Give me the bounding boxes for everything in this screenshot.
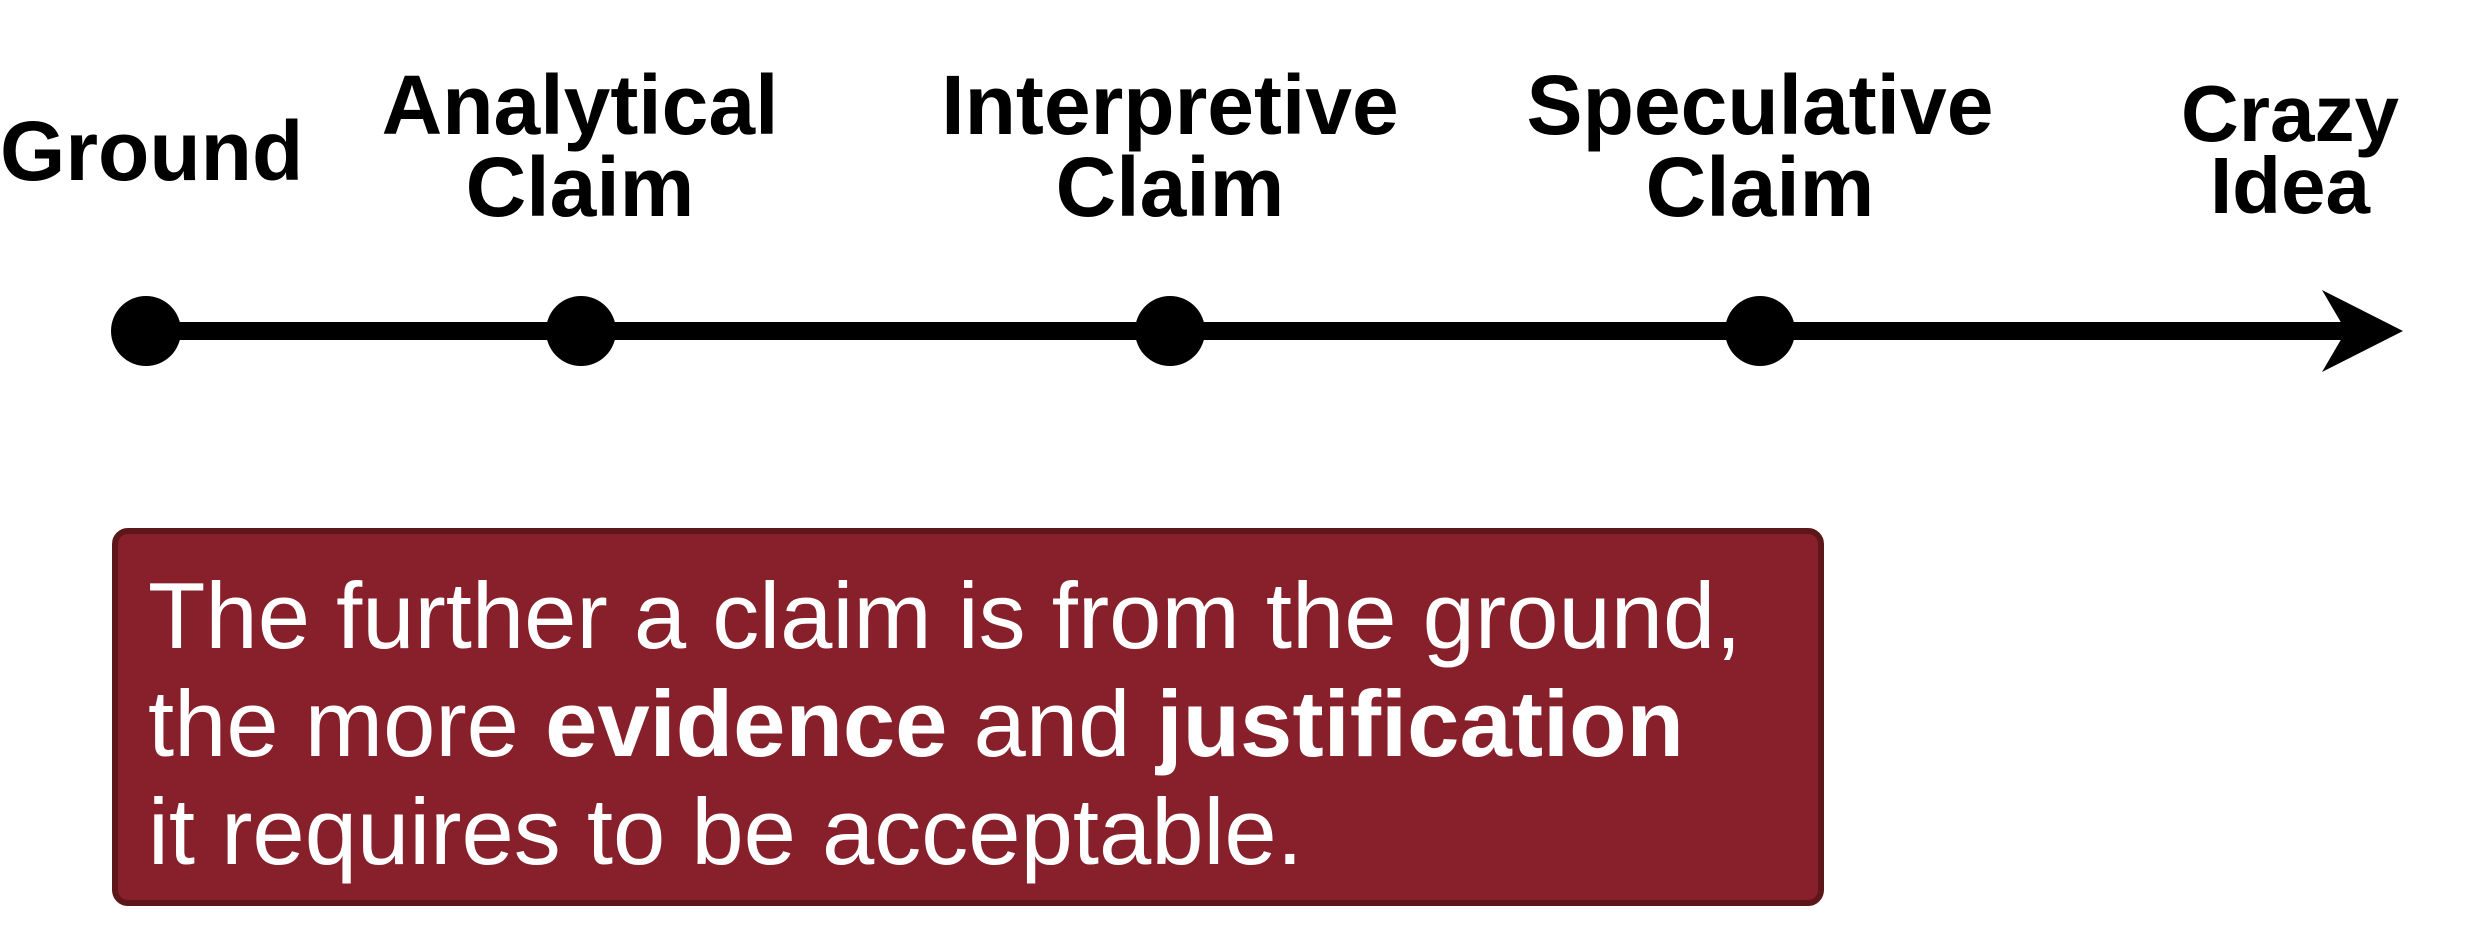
label-analytical-line1: Analytical [381, 58, 779, 152]
point-speculative-claim [1725, 296, 1795, 366]
callout-line-2-pre: the more [148, 671, 546, 776]
label-speculative-line2: Claim [1645, 140, 1875, 235]
callout-line-1: The further a claim is from the ground, [148, 563, 1742, 668]
callout-line-3: it requires to be acceptable. [148, 779, 1303, 884]
callout-box: The further a claim is from the ground, … [112, 528, 1824, 906]
point-analytical-claim [546, 296, 616, 366]
label-interpretive-line1: Interpretive [941, 58, 1399, 152]
label-analytical-line2: Claim [465, 140, 695, 235]
callout-evidence: evidence [545, 671, 948, 776]
label-speculative-line1: Speculative [1526, 58, 1994, 152]
label-analytical-claim: Analytical Claim [330, 58, 830, 235]
point-ground [111, 296, 181, 366]
label-crazy-line1: Crazy [2181, 69, 2399, 158]
label-crazy-line2: Idea [2209, 141, 2371, 230]
axis-arrowhead [2322, 290, 2403, 372]
label-ground: Ground [0, 104, 304, 198]
label-ground-line1: Ground [0, 104, 304, 198]
label-crazy-idea: Crazy Idea [2130, 69, 2450, 230]
callout-line-2-mid: and [947, 671, 1157, 776]
callout-line-2: the more evidence and justification [148, 670, 1798, 778]
point-interpretive-claim [1135, 296, 1205, 366]
callout-justification: justification [1156, 671, 1684, 776]
label-speculative-claim: Speculative Claim [1490, 58, 2030, 235]
label-interpretive-line2: Claim [1055, 140, 1285, 235]
label-interpretive-claim: Interpretive Claim [900, 58, 1440, 235]
